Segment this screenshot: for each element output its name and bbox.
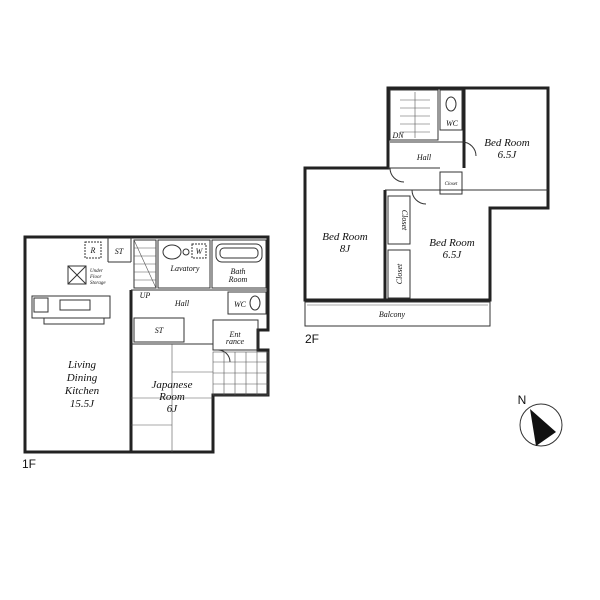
- bed-left-label-1: Bed Room: [322, 231, 368, 243]
- stove-icon: [33, 297, 49, 313]
- second-floor-toilet-icon: [445, 96, 457, 112]
- first-floor-labels: Living Dining Kitchen 15.5J Japanese Roo…: [22, 246, 248, 471]
- second-floor-outer-wall: [303, 86, 550, 302]
- under-floor-storage-box: [67, 265, 87, 285]
- compass-north-arrow-icon: [530, 409, 556, 446]
- up-label: UP: [140, 291, 151, 300]
- closet-a: [387, 195, 411, 245]
- hall-1f-label: Hall: [174, 299, 190, 308]
- japanese-label-2: Room: [158, 391, 185, 403]
- w-box-label: W: [196, 247, 204, 256]
- bed-left-door-swing: [389, 167, 405, 183]
- kitchen-counter: [31, 295, 111, 319]
- washbasin-icon: [162, 244, 182, 260]
- ldk-label-3: Kitchen: [64, 385, 100, 397]
- st-top-label: ST: [115, 247, 124, 256]
- first-floor-plan: [23, 235, 270, 454]
- bed-right-door-swing: [411, 189, 427, 205]
- lavatory-label: Lavatory: [170, 264, 200, 273]
- bed-left-label-2: 8J: [340, 243, 352, 255]
- entrance-area: [212, 319, 259, 351]
- compass-ring: [519, 403, 563, 447]
- japanese-label-1: Japanese: [152, 379, 193, 391]
- second-floor-stair: [389, 89, 439, 141]
- closet-b-label: Closet: [395, 263, 404, 284]
- small-closet: [439, 171, 463, 195]
- bed-top-label-1: Bed Room: [484, 137, 530, 149]
- ldk-label-2: Dining: [66, 372, 98, 384]
- closet-small-label: Closet: [445, 182, 458, 187]
- hall-2f-label: Hall: [416, 153, 432, 162]
- st-mid-label: ST: [155, 326, 164, 335]
- second-floor-plan: [303, 86, 550, 327]
- entrance-label-2: rance: [226, 337, 245, 346]
- closet-b: [387, 249, 411, 299]
- storage-label-1: Under: [90, 269, 103, 274]
- ldk-label-4: 15.5J: [70, 398, 95, 410]
- wc-2f-label: WC: [446, 119, 459, 128]
- storage-label-2: Floor: [89, 275, 101, 280]
- balcony-label: Balcony: [379, 310, 406, 319]
- entrance-tiles: [212, 351, 269, 396]
- st-mid-closet: [133, 317, 185, 343]
- japanese-room-tatami: [131, 344, 213, 452]
- first-floor-toilet-icon: [249, 295, 261, 311]
- storage-label-3: Storage: [90, 281, 106, 286]
- bath-label-1: Bath: [230, 267, 245, 276]
- japanese-label-3: 6J: [167, 403, 179, 415]
- lavatory-room: [157, 239, 211, 289]
- first-floor-wc: [227, 291, 267, 315]
- second-floor-wc: [439, 89, 463, 131]
- bed-top-door-swing: [461, 141, 477, 157]
- washbasin-faucet-icon: [182, 248, 190, 256]
- sink-icon: [59, 299, 91, 311]
- compass: N: [518, 393, 563, 447]
- bathtub-icon: [215, 243, 263, 263]
- compass-north-label: N: [518, 393, 527, 407]
- bed-right-label-1: Bed Room: [429, 237, 475, 249]
- bed-top-label-2: 6.5J: [498, 149, 518, 161]
- r-box-label: R: [90, 246, 96, 255]
- entrance-door-swing: [217, 349, 231, 363]
- dn-label: DN: [391, 131, 404, 140]
- wc-1f-label: WC: [234, 300, 247, 309]
- first-floor-outer-wall: [23, 235, 270, 454]
- r-box: [84, 241, 102, 259]
- entrance-label-1: Ent: [228, 330, 241, 339]
- bath-room: [211, 239, 267, 289]
- second-floor-label: 2F: [305, 332, 319, 346]
- closet-a-label: Closet: [400, 210, 409, 231]
- second-floor-labels: Bed Room 6.5J Bed Room 8J Bed Room 6.5J …: [305, 119, 530, 346]
- washer-box-icon: [191, 243, 207, 259]
- first-floor-label: 1F: [22, 457, 36, 471]
- ldk-label-1: Living: [67, 359, 97, 371]
- kitchen-island: [43, 317, 105, 325]
- balcony-area: [304, 301, 491, 327]
- bed-right-label-2: 6.5J: [443, 249, 463, 261]
- bath-label-2: Room: [228, 275, 248, 284]
